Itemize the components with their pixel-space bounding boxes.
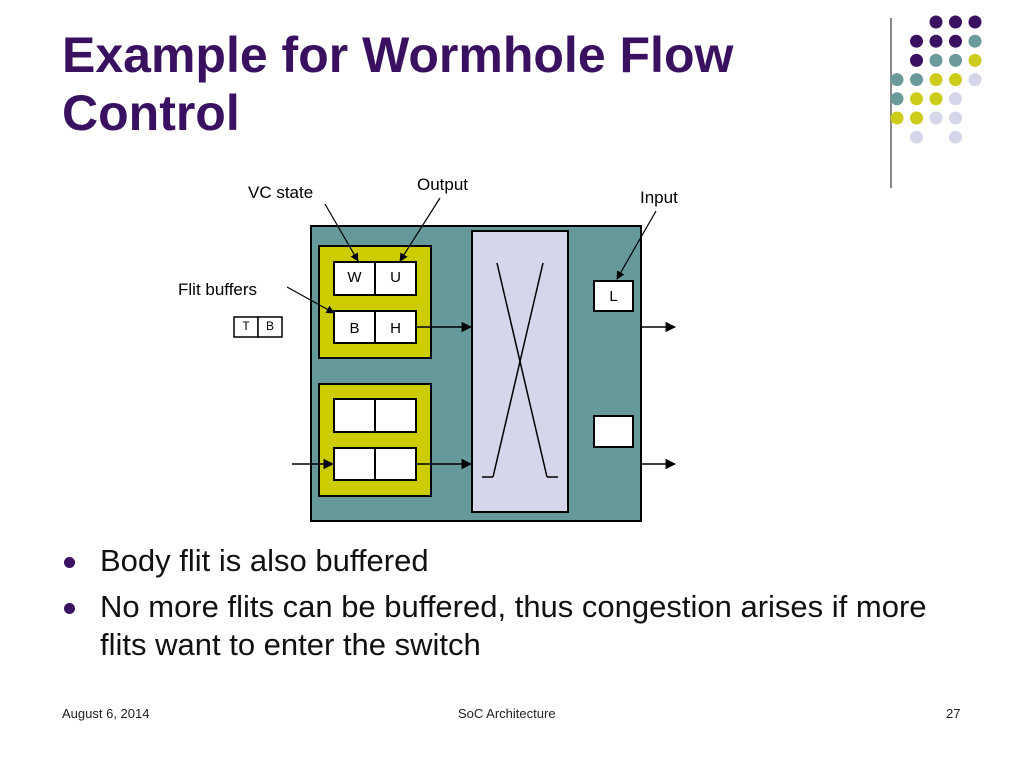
bullet-text: Body flit is also buffered <box>100 543 429 578</box>
decorative-dot <box>929 92 943 106</box>
decorative-dot <box>949 92 962 106</box>
cell-text-u: U <box>390 269 401 286</box>
decorative-dot <box>890 92 904 106</box>
callout-input <box>616 210 657 280</box>
title-divider <box>890 18 892 188</box>
crossbar-path-2 <box>492 262 544 478</box>
decorative-dot <box>910 34 923 48</box>
decorative-dot <box>890 111 904 125</box>
decorative-dot <box>968 73 982 87</box>
cell-text-w: W <box>347 269 362 286</box>
label-output: Output <box>417 175 469 194</box>
decorative-dot <box>910 92 923 106</box>
decorative-dot <box>929 34 943 48</box>
slide-title: Example for Wormhole Flow Control <box>62 26 862 142</box>
decorative-dot <box>929 111 943 125</box>
decorative-dot <box>968 34 982 48</box>
lower-buffer-cell-1 <box>333 447 376 481</box>
decorative-dot <box>949 130 962 144</box>
flit-buffer-cell-b <box>333 310 376 344</box>
decorative-dot <box>929 15 943 29</box>
title-line-1: Example for Wormhole Flow <box>62 27 734 83</box>
lower-state-cell-2 <box>374 398 417 433</box>
output-cell-l <box>593 280 634 312</box>
decorative-dot <box>910 130 923 144</box>
decorative-dot <box>910 111 923 125</box>
decorative-dot <box>949 111 962 125</box>
bullet-dot-icon <box>64 557 75 568</box>
cell-text-l: L <box>609 287 618 305</box>
crossbar <box>471 230 569 513</box>
label-vc-state: VC state <box>248 183 314 202</box>
decorative-dot <box>968 53 982 67</box>
incoming-flit-b <box>257 316 283 338</box>
decorative-dot <box>968 15 982 29</box>
bullet-text: No more flits can be buffered, thus cong… <box>100 589 927 662</box>
lower-buffer-cell-2 <box>374 447 417 481</box>
wormhole-router-diagram <box>233 197 677 522</box>
decorative-dot <box>949 34 962 48</box>
decorative-dot <box>890 73 904 87</box>
bullet-list: Body flit is also buffered No more flits… <box>62 542 962 672</box>
lower-state-cell-1 <box>333 398 376 433</box>
decorative-dot <box>910 53 923 67</box>
decorative-dot <box>949 73 962 87</box>
flit-text-t: T <box>242 319 250 333</box>
decorative-dot <box>929 53 943 67</box>
label-flit-buffers: Flit buffers <box>178 280 258 299</box>
footer-date: August 6, 2014 <box>62 706 150 721</box>
decorative-dot <box>949 15 962 29</box>
callout-flit-buffers <box>286 286 335 314</box>
decorative-dot <box>929 73 943 87</box>
decorative-dot <box>949 53 962 67</box>
vc-state-cell-w <box>333 261 376 296</box>
cell-text-h: H <box>390 319 401 337</box>
crossbar-path-1 <box>496 262 548 478</box>
bullet-dot-icon <box>64 603 75 614</box>
callout-vc-state <box>324 203 359 262</box>
decorative-dot <box>910 73 923 87</box>
flit-text-b: B <box>265 319 274 333</box>
callout-output <box>399 197 441 262</box>
bullet-item: No more flits can be buffered, thus cong… <box>62 588 962 664</box>
output-cell-empty <box>593 415 634 448</box>
bullet-item: Body flit is also buffered <box>62 542 962 580</box>
title-line-2: Control <box>62 85 240 141</box>
footer-course: SoC Architecture <box>458 706 556 721</box>
decorative-dot-grid <box>890 15 982 144</box>
label-input: Input <box>640 188 678 207</box>
vc-state-cell-u <box>374 261 417 296</box>
cell-text-b: B <box>349 319 360 337</box>
footer-page-number: 27 <box>946 706 961 721</box>
